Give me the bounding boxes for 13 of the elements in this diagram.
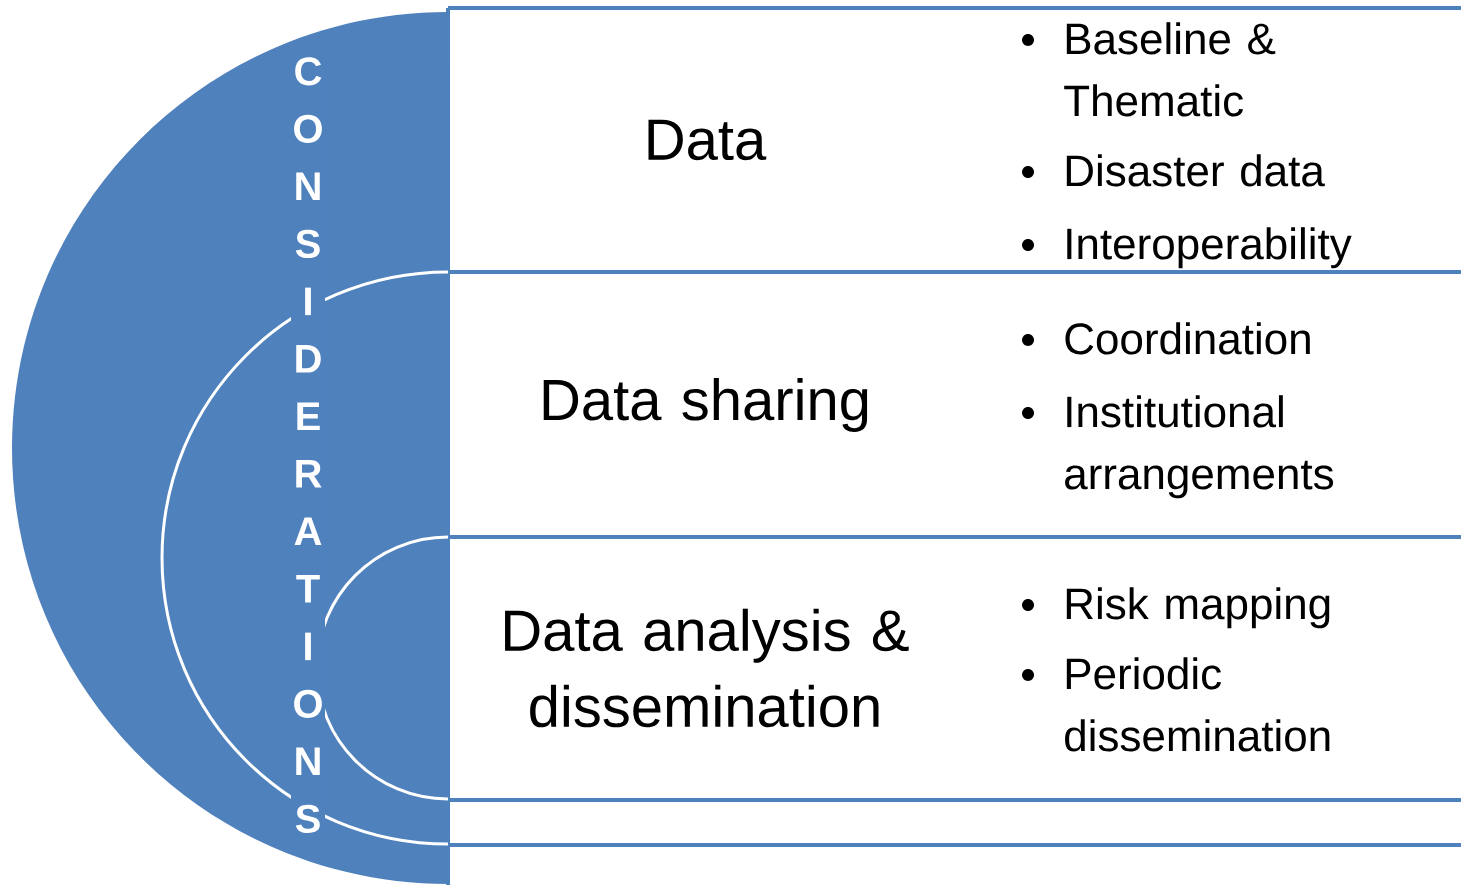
bullet-text: Interoperability [1067, 227, 1352, 269]
bullet-text: Baseline & Thematic [1064, 22, 1276, 117]
row-heading: Data analysis & dissemination [505, 608, 909, 728]
bullet-text: Coordination [1065, 322, 1310, 355]
bullet-text: Disaster data [1066, 154, 1325, 187]
node-text: Data Baseline & Thematic Disaster data Interoperability [648, 22, 1352, 269]
bullet-text: Risk mapping [1066, 587, 1330, 629]
row-heading: Data [648, 119, 767, 161]
bullet-text: Periodic dissemination [1065, 657, 1330, 752]
row-heading: Data sharing [543, 377, 868, 432]
node-text: Data analysis & dissemination Risk mapping Periodic dissemination [505, 587, 1330, 752]
bullet-text: Institutional arrangements [1065, 395, 1334, 499]
node-text: Data sharing Coordination Institutional arrangements [543, 322, 1334, 499]
